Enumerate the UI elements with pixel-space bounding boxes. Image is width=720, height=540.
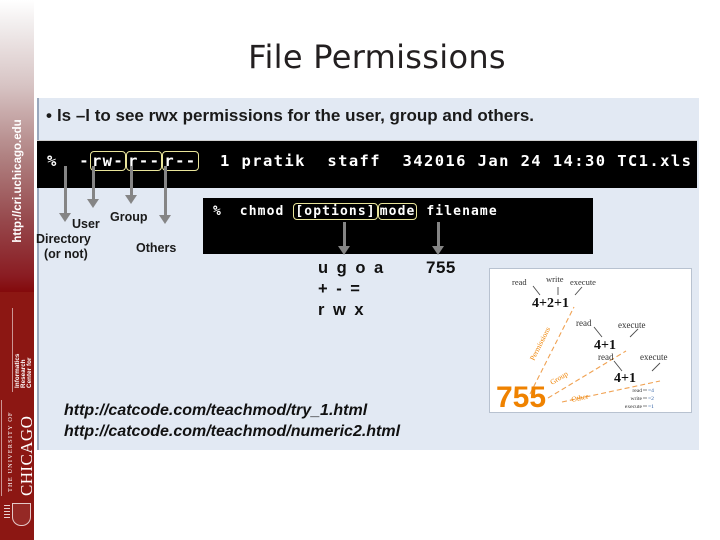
diagram-legend-read-name: read xyxy=(632,388,642,394)
mode-symbolic-legend: u g o a + - = r w x xyxy=(318,258,385,321)
diagram-owner-expr: 4+2+1 xyxy=(532,296,569,311)
diagram-legend-write-value: =2 xyxy=(648,396,654,402)
diagram-owner-read: read xyxy=(512,277,527,287)
brand-url-vertical[interactable]: http://cri.uchicago.edu xyxy=(12,119,24,243)
label-others: Others xyxy=(136,241,177,255)
ls-day: 24 xyxy=(520,152,543,170)
ls-owner: pratik xyxy=(241,152,306,170)
mode-numeric-value: 755 xyxy=(426,258,456,277)
bullet-text: ls –l to see rwx permissions for the use… xyxy=(56,106,535,125)
arrow-user xyxy=(86,166,100,208)
diagram-legend-execute-name: execute xyxy=(625,404,643,410)
diagram-other-expr: 4+1 xyxy=(614,371,636,386)
university-crest-icon xyxy=(4,503,31,529)
ls-filetype-char: - xyxy=(79,152,90,170)
crest-shield-icon xyxy=(12,503,31,526)
chmod-syntax-line: % chmod [options]mode filename xyxy=(213,203,498,220)
mode-perm-chars: r w x xyxy=(318,301,366,320)
label-directory-line2: (or not) xyxy=(44,246,88,261)
brand-university-name: THE UNIVERSITY OF CHICAGO xyxy=(2,400,34,496)
chmod-options-token: [options] xyxy=(293,203,378,220)
label-directory-line1: Directory xyxy=(36,232,91,246)
octal-755-diagram: read write execute 4+2+1 read execute 4+… xyxy=(489,268,692,413)
diagram-legend-write-name: write xyxy=(631,396,643,402)
brand-center-name: Center for Research Informatics xyxy=(14,310,33,388)
diagram-group-execute: execute xyxy=(618,320,645,330)
mode-operator-chars: + - = xyxy=(318,280,362,299)
page-title: File Permissions xyxy=(248,38,506,76)
center-line-3: Informatics xyxy=(14,353,21,388)
ls-size: 342016 xyxy=(402,152,467,170)
chmod-prompt: % xyxy=(213,204,222,219)
mode-who-chars: u g o a xyxy=(318,259,386,277)
arrow-chmod-options xyxy=(337,222,351,255)
bullet-dot-icon: • xyxy=(46,106,52,125)
link-numeric-2[interactable]: http://catcode.com/teachmod/numeric2.htm… xyxy=(64,423,401,441)
terminal-ls-output: % -rw-r--r-- 1 pratik staff 342016 Jan 2… xyxy=(37,140,697,188)
university-big-text: CHICAGO xyxy=(17,415,34,496)
ls-group: staff xyxy=(327,152,382,170)
arrow-chmod-mode xyxy=(431,222,445,255)
crest-bars-icon xyxy=(4,505,10,519)
arrow-directory xyxy=(58,166,72,222)
brand-maroon-block xyxy=(0,292,34,540)
university-small-text: THE UNIVERSITY OF xyxy=(7,411,14,492)
ls-other-perms: r-- xyxy=(162,151,199,171)
brand-divider-rule xyxy=(12,308,13,392)
chmod-filename-token: filename xyxy=(426,204,498,219)
ls-group-perms: r-- xyxy=(126,151,163,171)
terminal-chmod-syntax: % chmod [options]mode filename xyxy=(203,198,593,254)
diagram-owner-execute: execute xyxy=(570,277,596,287)
diagram-other-read: read xyxy=(598,352,614,362)
center-line-2: Research xyxy=(20,359,27,388)
diagram-legend-execute-value: =1 xyxy=(648,404,654,410)
ls-link-count: 1 xyxy=(220,152,231,170)
label-directory: Directory (or not) xyxy=(36,232,91,262)
center-line-1: Center for xyxy=(26,357,33,388)
ls-user-perms: rw- xyxy=(89,151,127,171)
link-try-1[interactable]: http://catcode.com/teachmod/try_1.html xyxy=(64,402,368,419)
ls-filename: TC1.xls xyxy=(617,152,693,170)
ls-month: Jan xyxy=(477,152,510,170)
diagram-legend-read-value: =4 xyxy=(648,388,654,394)
diagram-owner-write: write xyxy=(546,274,564,284)
chmod-command: chmod xyxy=(239,204,285,219)
label-user: User xyxy=(72,217,100,231)
diagram-group-read: read xyxy=(576,318,592,328)
bullet-line: •ls –l to see rwx permissions for the us… xyxy=(46,106,696,126)
arrow-others xyxy=(158,166,172,224)
brand-gradient xyxy=(0,0,34,300)
label-group: Group xyxy=(110,210,148,224)
reference-links: http://catcode.com/teachmod/try_1.html h… xyxy=(64,400,400,442)
diagram-diag-group: Group xyxy=(548,369,569,387)
branding-sidebar: http://cri.uchicago.edu Center for Resea… xyxy=(0,0,34,540)
arrow-group xyxy=(124,166,138,204)
ls-output-line: % -rw-r--r-- 1 pratik staff 342016 Jan 2… xyxy=(47,151,693,171)
chmod-mode-token: mode xyxy=(377,203,418,220)
diagram-octal-number: 755 xyxy=(496,381,546,412)
ls-time: 14:30 xyxy=(552,152,607,170)
diagram-group-expr: 4+1 xyxy=(594,338,616,353)
brand-divider-rule-2 xyxy=(1,400,2,496)
diagram-other-execute: execute xyxy=(640,352,667,362)
ls-prompt: % xyxy=(47,152,58,170)
diagram-diag-other: Other xyxy=(571,391,590,403)
